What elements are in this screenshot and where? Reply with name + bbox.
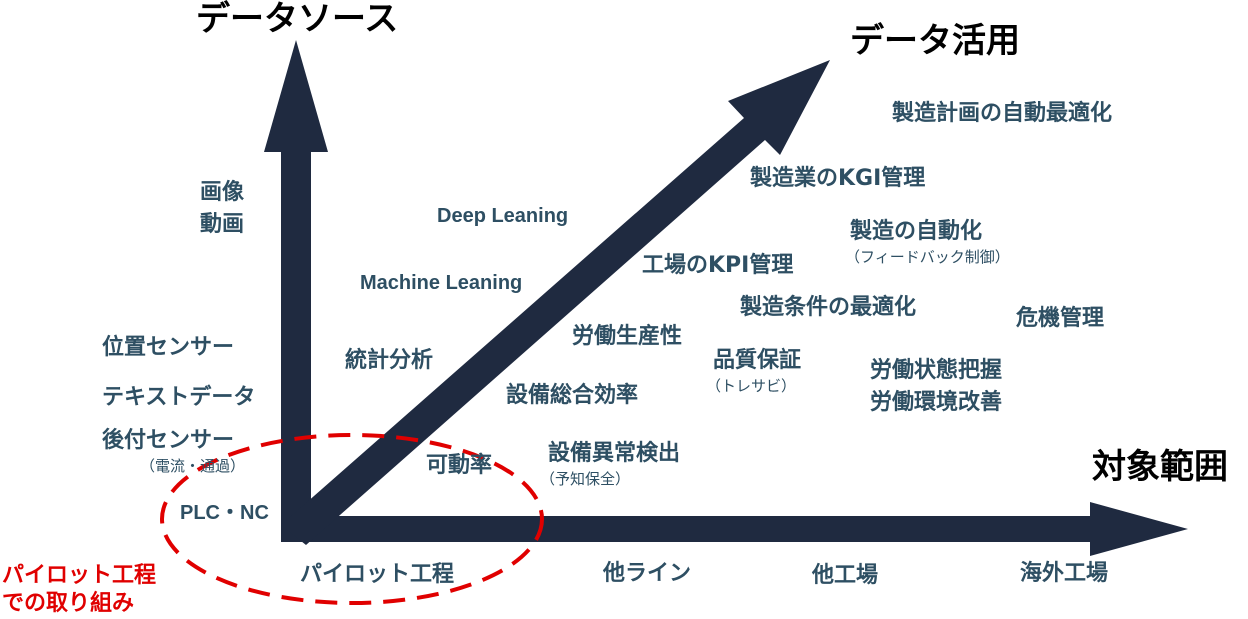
pilot-note-line2: での取り組み [2,591,135,616]
use-anomaly-detection: 設備異常検出 [548,441,681,466]
source-retrofit-sensor: 後付センサー [102,428,235,453]
use-automation: 製造の自動化 [850,219,983,244]
y-axis-title: データソース [196,0,399,39]
source-text-data: テキストデータ [102,385,256,410]
use-risk-management: 危機管理 [1016,306,1105,331]
diagonal-title: データ活用 [850,21,1020,61]
use-labor-environment: 労働環境改善 [870,390,1003,415]
source-image: 画像 [200,180,245,205]
x-axis-arrow [281,502,1188,556]
technique-statistics: 統計分析 [345,348,434,373]
y-axis-arrow [264,40,328,542]
use-anomaly-detection-note: （予知保全） [540,470,631,488]
use-quality-assurance-note: （トレサビ） [706,377,797,395]
x-axis-title: 対象範囲 [1092,447,1228,487]
use-automation-note: （フィードバック制御） [845,248,1010,266]
source-position-sensor: 位置センサー [102,335,235,360]
technique-deep-learning: Deep Leaning [437,205,569,227]
scope-pilot-process: パイロット工程 [300,562,455,587]
technique-machine-learning: Machine Leaning [360,272,523,294]
scope-overseas-factory: 海外工場 [1020,561,1109,586]
source-video: 動画 [200,212,245,237]
use-manufacturing-kgi: 製造業のKGI管理 [750,166,926,191]
use-availability: 可動率 [426,453,493,478]
diagonal-arrow [281,60,830,545]
use-labor-state: 労働状態把握 [870,358,1003,383]
scope-other-factory: 他工場 [812,563,879,588]
use-quality-assurance: 品質保証 [713,348,802,373]
use-condition-optimization: 製造条件の最適化 [740,295,917,320]
source-retrofit-sensor-note: （電流・通過） [140,457,246,475]
source-plc-nc: PLC・NC [180,502,269,524]
use-plan-optimization: 製造計画の自動最適化 [892,101,1113,126]
use-oee: 設備総合効率 [506,383,639,408]
pilot-highlight-ellipse [160,433,544,605]
pilot-note-line1: パイロット工程 [2,563,157,588]
scope-other-line: 他ライン [603,561,692,586]
use-factory-kpi: 工場のKPI管理 [642,253,794,278]
use-labor-productivity: 労働生産性 [572,324,683,349]
